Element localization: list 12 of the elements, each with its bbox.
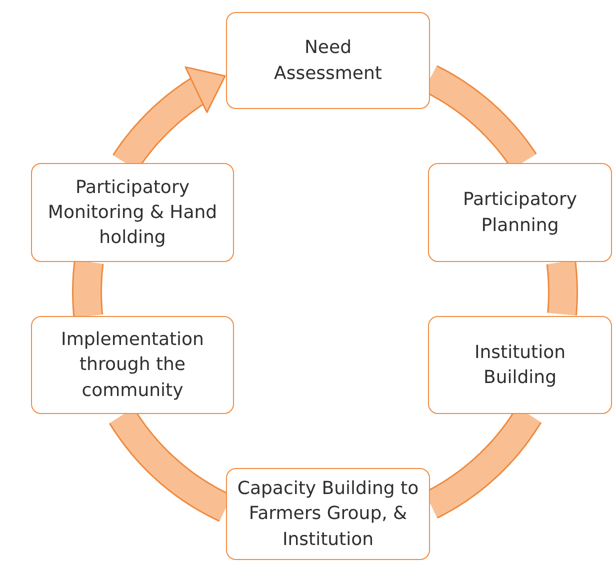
- process-box: [428, 316, 612, 414]
- process-box: [31, 316, 234, 414]
- step-label: Participatory Planning: [462, 188, 578, 238]
- step-label: Implementation through the community: [60, 328, 205, 403]
- process-box: [226, 12, 430, 109]
- step-label: Participatory Monitoring & Hand holding: [46, 176, 218, 250]
- process-box: [226, 468, 430, 560]
- step-label: Need Assessment: [273, 36, 383, 86]
- process-box: [428, 163, 612, 262]
- step-label: Institution Building: [473, 340, 567, 390]
- process-box: [31, 163, 234, 262]
- step-label: Capacity Building to Farmers Group, & Institution: [236, 477, 420, 552]
